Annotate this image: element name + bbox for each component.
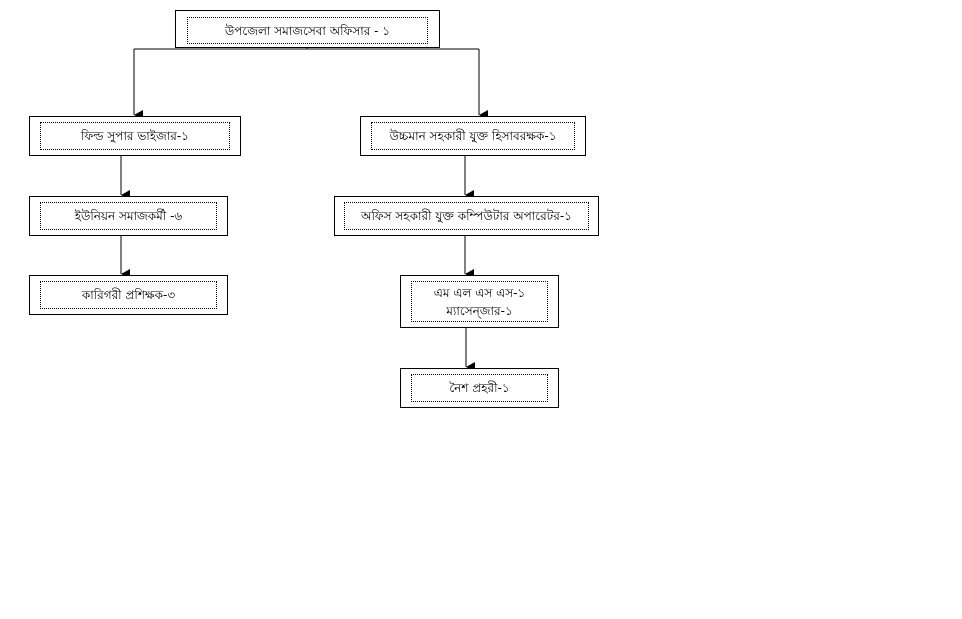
- node-technical-instructor: কারিগরী প্রশিক্ষক-৩: [29, 275, 228, 315]
- node-label: ইউনিয়ন সমাজকর্মী -৬: [74, 209, 183, 223]
- node-upper-division-assistant: উচ্চমান সহকারী যুক্ত হিসাবরক্ষক-১: [360, 116, 586, 156]
- node-root: উপজেলা সমাজসেবা অফিসার - ১: [175, 10, 440, 48]
- node-night-guard: নৈশ প্রহরী-১: [400, 368, 559, 408]
- node-label-messenger: ম্যাসেন্জার-১: [446, 303, 513, 318]
- node-label-mlss: এম এল এস এস-১: [433, 285, 526, 300]
- node-label: উচ্চমান সহকারী যুক্ত হিসাবরক্ষক-১: [389, 129, 557, 143]
- node-label: ফিল্ড সুপার ভাইজার-১: [81, 129, 189, 143]
- node-label: অফিস সহকারী যুক্ত কম্পিউটার অপারেটর-১: [361, 209, 572, 223]
- node-label: উপজেলা সমাজসেবা অফিসার - ১: [224, 23, 391, 38]
- node-office-assistant: অফিস সহকারী যুক্ত কম্পিউটার অপারেটর-১: [334, 196, 599, 236]
- node-union-social-worker: ইউনিয়ন সমাজকর্মী -৬: [29, 196, 228, 236]
- node-label: নৈশ প্রহরী-১: [449, 381, 510, 395]
- node-field-supervisor: ফিল্ড সুপার ভাইজার-১: [29, 116, 241, 156]
- node-mlss-messenger: এম এল এস এস-১ ম্যাসেন্জার-১: [400, 275, 559, 328]
- node-label: কারিগরী প্রশিক্ষক-৩: [81, 288, 176, 302]
